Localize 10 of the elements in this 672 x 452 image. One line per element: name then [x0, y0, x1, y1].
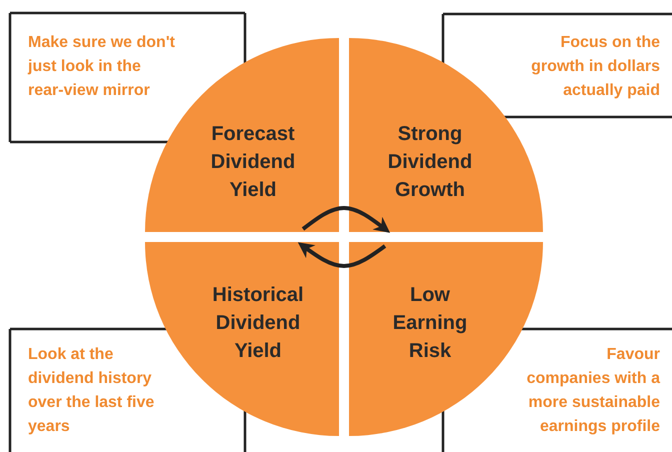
quadrant-label: Forecast Dividend Yield — [210, 122, 296, 203]
callout-text: Focus on the growth in dollars actually paid — [530, 33, 660, 101]
quadrant-label: Strong Dividend Growth — [386, 122, 474, 203]
quadrant-label: Historical Dividend Yield — [211, 283, 305, 364]
callout-text: Favour companies with a more sustainable earnings profile — [526, 345, 660, 437]
callout-text: Look at the dividend history over the last five years — [28, 345, 156, 437]
callout-text: Make sure we don't just look in the rear-view mirror — [28, 33, 176, 101]
quadrant-label: Low Earning Risk — [392, 283, 468, 364]
curved-arrow — [302, 206, 390, 233]
curved-arrow — [298, 242, 386, 268]
